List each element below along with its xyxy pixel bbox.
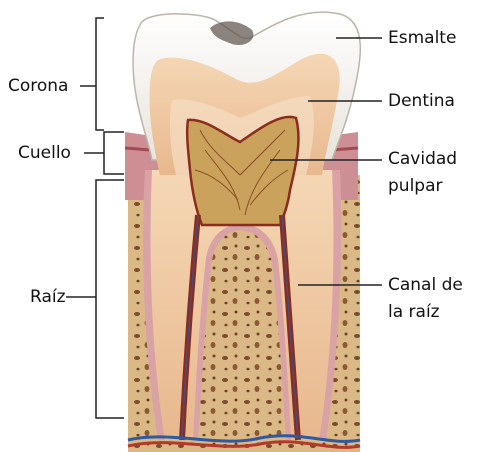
- label-cuello: Cuello: [18, 143, 71, 163]
- label-esmalte: Esmalte: [388, 28, 456, 48]
- bracket-corona: [96, 18, 104, 130]
- label-dentina: Dentina: [388, 91, 455, 111]
- bracket-cuello: [104, 132, 124, 174]
- label-cavidad-1: Cavidad: [388, 149, 457, 169]
- label-cavidad-2: pulpar: [388, 176, 443, 196]
- label-corona: Corona: [8, 76, 68, 96]
- label-raiz: Raíz: [30, 287, 66, 307]
- bracket-raiz: [96, 180, 124, 418]
- label-canal-1: Canal de: [388, 275, 463, 295]
- label-canal-2: la raíz: [388, 302, 440, 322]
